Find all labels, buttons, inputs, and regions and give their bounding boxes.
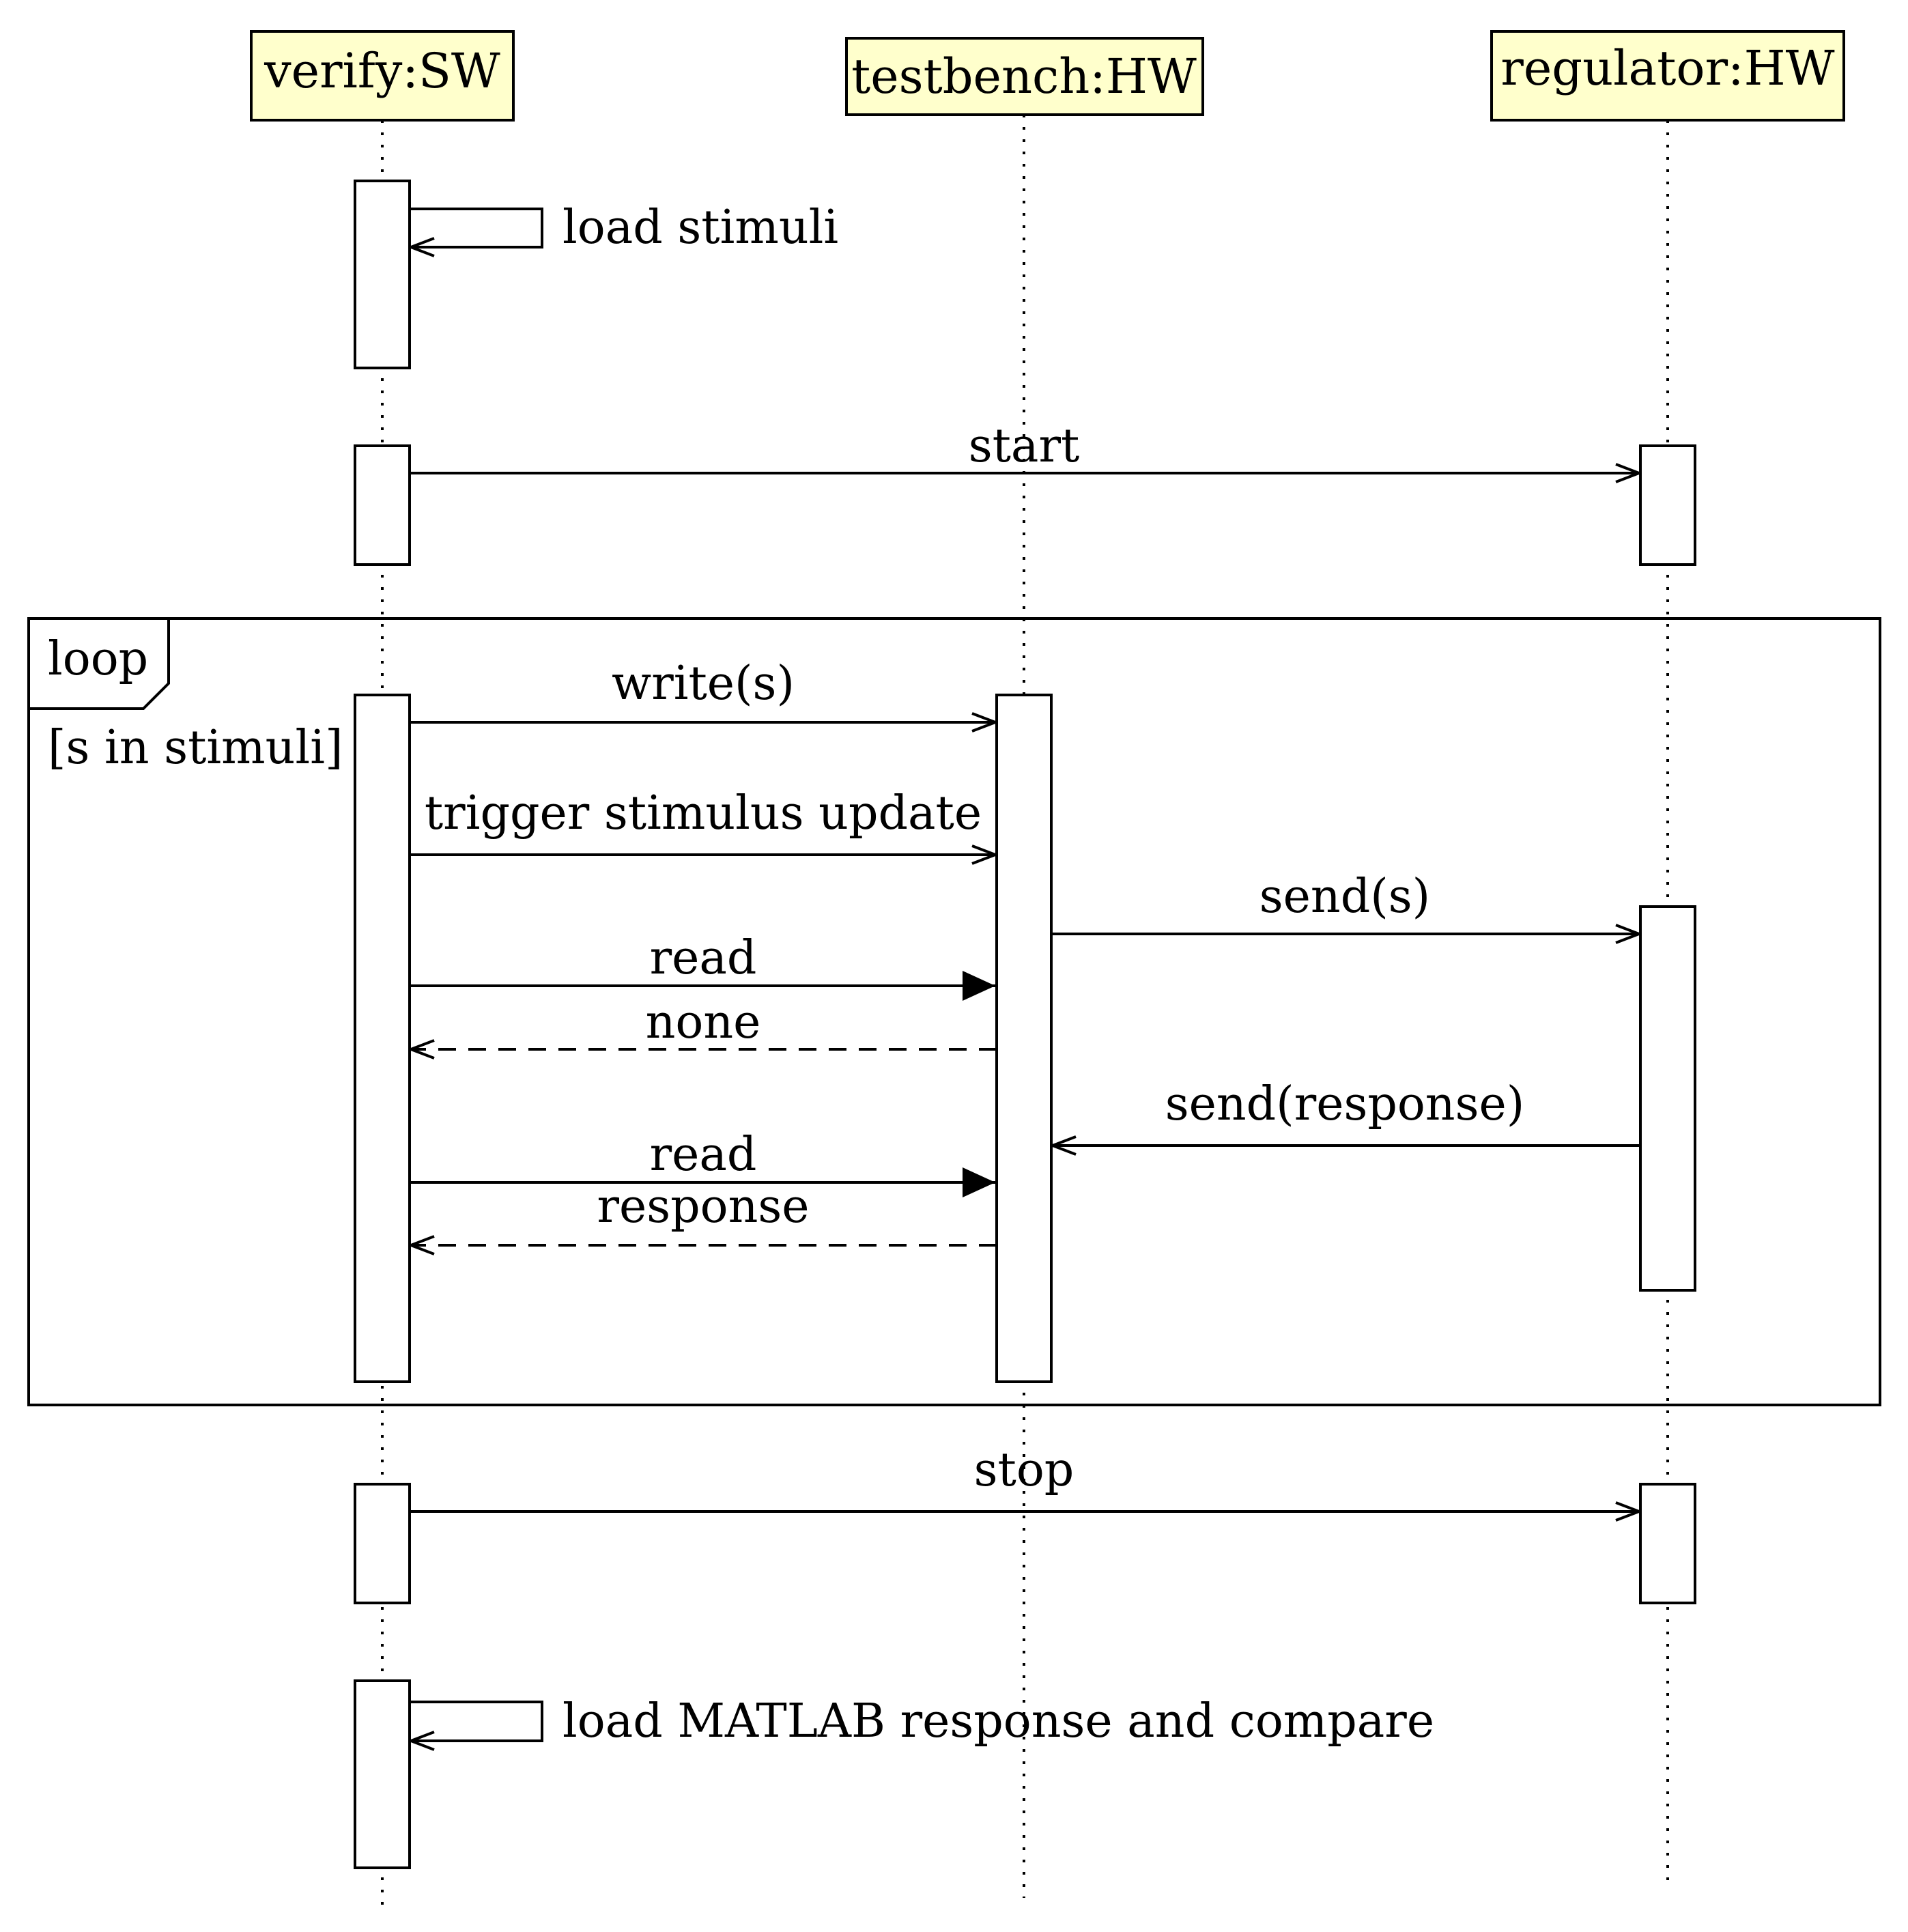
lifeline-regulator-header: regulator:HW [1490,30,1845,122]
message-send-response-label: send(response) [1165,1077,1525,1131]
message-start-label: start [969,419,1080,473]
message-read-1-label: read [650,931,757,985]
activation-verify-1 [354,180,411,369]
message-load-matlab-arrow [410,1701,543,1741]
loop-frame-tab [29,619,170,710]
activation-verify-2 [354,444,411,566]
loop-guard-label: [s in stimuli] [48,721,343,775]
lifeline-testbench-header: testbench:HW [845,37,1204,116]
message-read-2-label: read [650,1128,757,1182]
message-none-label: none [646,995,761,1049]
activation-regulator-2 [1639,905,1696,1292]
message-send-s-label: send(s) [1259,870,1430,924]
lifeline-testbench-label: testbench:HW [851,48,1197,104]
lifeline-verify-label: verify:SW [264,43,500,99]
lifeline-testbench-box [845,37,1204,116]
message-write-label: write(s) [612,657,795,711]
message-response-label: response [597,1180,809,1234]
loop-frame-border [27,617,1881,1406]
activation-verify-3 [354,694,411,1383]
message-read-2: read [410,1128,995,1197]
message-load-matlab-label: load MATLAB response and compare [563,1694,1434,1748]
lifeline-verify-box [250,30,515,122]
activation-verify-5 [354,1679,411,1869]
lifeline-regulator-box [1490,30,1845,122]
message-start: start [410,419,1639,473]
loop-frame: loop [s in stimuli] [27,617,1881,1406]
message-send-response: send(response) [1053,1077,1640,1146]
lifeline-regulator-label: regulator:HW [1500,40,1834,96]
activation-testbench-1 [995,694,1053,1383]
activation-regulator-3 [1639,1483,1696,1604]
message-response: response [411,1180,997,1245]
message-send-s: send(s) [1051,870,1639,934]
message-none: none [411,995,997,1049]
activation-regulator-1 [1639,444,1696,566]
message-load-stimuli-label: load stimuli [563,201,838,255]
message-read-1: read [410,931,995,1001]
message-load-matlab: load MATLAB response and compare [410,1694,1434,1748]
message-stop-label: stop [974,1443,1074,1497]
message-write: write(s) [410,657,995,722]
message-stop: stop [410,1443,1639,1511]
activation-verify-4 [354,1483,411,1604]
message-trigger: trigger stimulus update [410,786,995,855]
message-load-stimuli: load stimuli [410,201,838,255]
lifeline-verify-header: verify:SW [250,30,515,122]
message-trigger-label: trigger stimulus update [425,786,982,840]
message-load-stimuli-arrow [410,208,543,247]
loop-operator-label: loop [48,632,148,686]
